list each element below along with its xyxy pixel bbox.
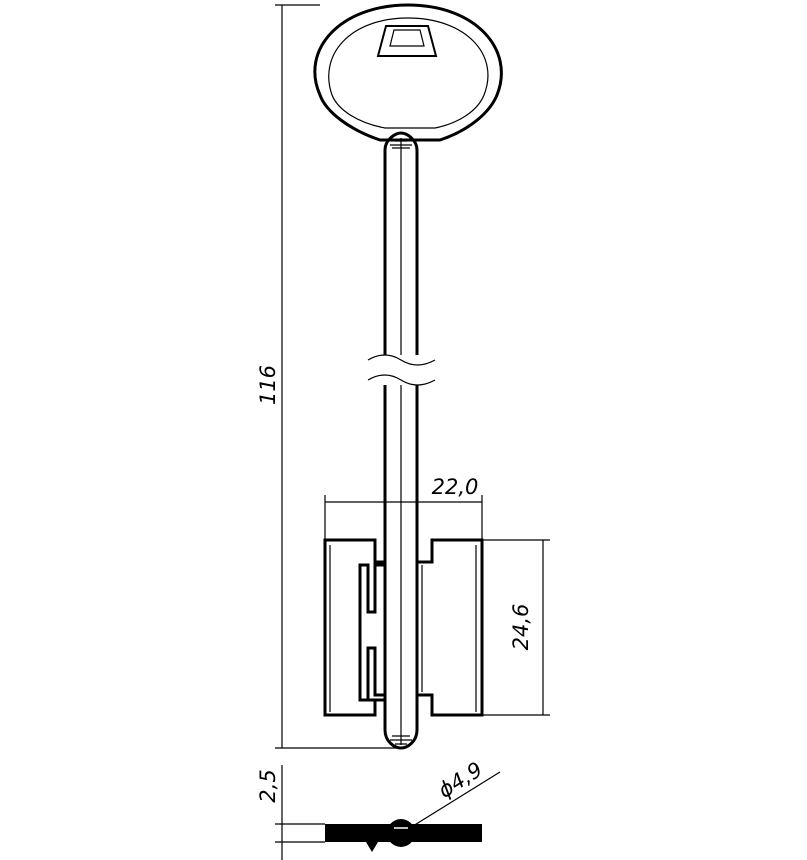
dimension-label-overall-length: 116 [256,365,280,405]
dimension-label-bit-height: 24,6 [509,604,533,651]
key-bit-right [415,538,484,717]
bow-hole [376,25,438,57]
key-bit-left [323,538,387,717]
dimension-bit-width: 22,0 [324,475,483,540]
dimension-thickness: 2,5 [256,765,325,860]
key-shank [367,131,436,750]
dimension-label-thickness: 2,5 [256,769,280,802]
key-cross-section [325,819,482,852]
key-bow [313,3,503,142]
break-line [367,354,436,366]
dimension-shank-diameter: ϕ4,9 [412,757,501,827]
dimension-bit-height: 24,6 [482,539,550,716]
dimension-overall-length: 116 [256,4,400,749]
dimension-label-bit-width: 22,0 [432,475,479,499]
